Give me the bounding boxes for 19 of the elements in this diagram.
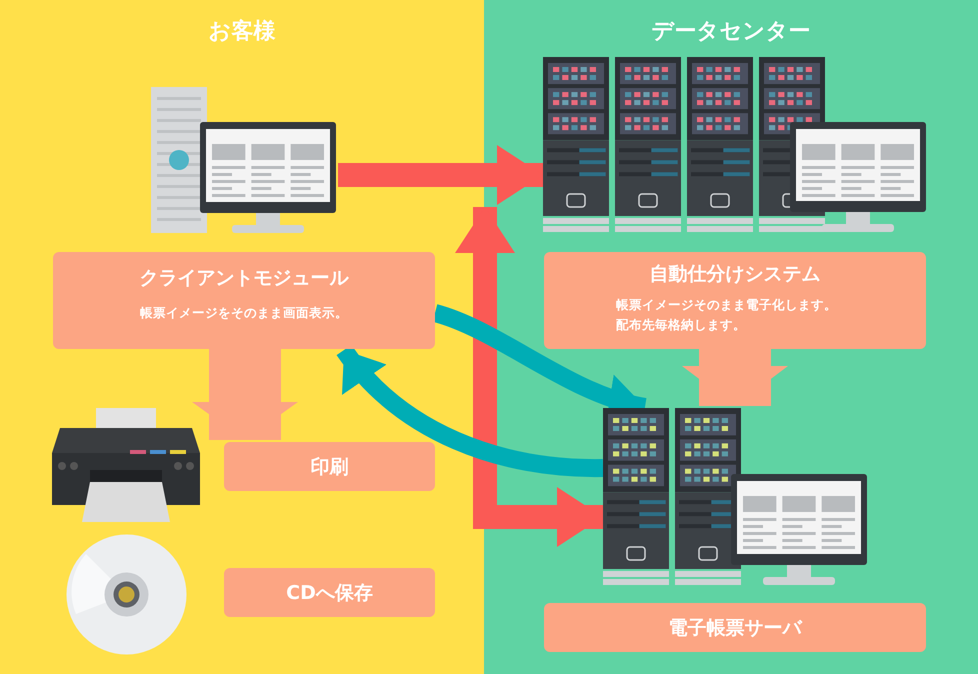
- datacenter-panel: [484, 0, 978, 674]
- process-box: [224, 568, 435, 617]
- box-title: 電子帳票サーバ: [668, 616, 802, 640]
- box-title: 自動仕分けシステム: [650, 262, 820, 286]
- server-box: [544, 603, 926, 652]
- box-title: クライアントモジュール: [140, 266, 348, 291]
- customer-panel: [0, 0, 484, 674]
- arrow: [338, 145, 543, 205]
- box-description: 帳票イメージをそのまま画面表示。: [140, 305, 348, 322]
- box-title: CDへ保存: [286, 580, 373, 606]
- double-arrow: [455, 207, 603, 547]
- block-arrow: [682, 349, 788, 406]
- module-box: [53, 252, 435, 349]
- panel-heading: データセンター: [650, 18, 812, 46]
- process-box: [224, 442, 435, 491]
- box-description: 帳票イメージそのまま電子化します。配布先毎格納します。: [616, 296, 837, 334]
- system-box: [544, 252, 926, 349]
- box-title: 印刷: [310, 454, 348, 480]
- panel-heading: お客様: [208, 18, 276, 46]
